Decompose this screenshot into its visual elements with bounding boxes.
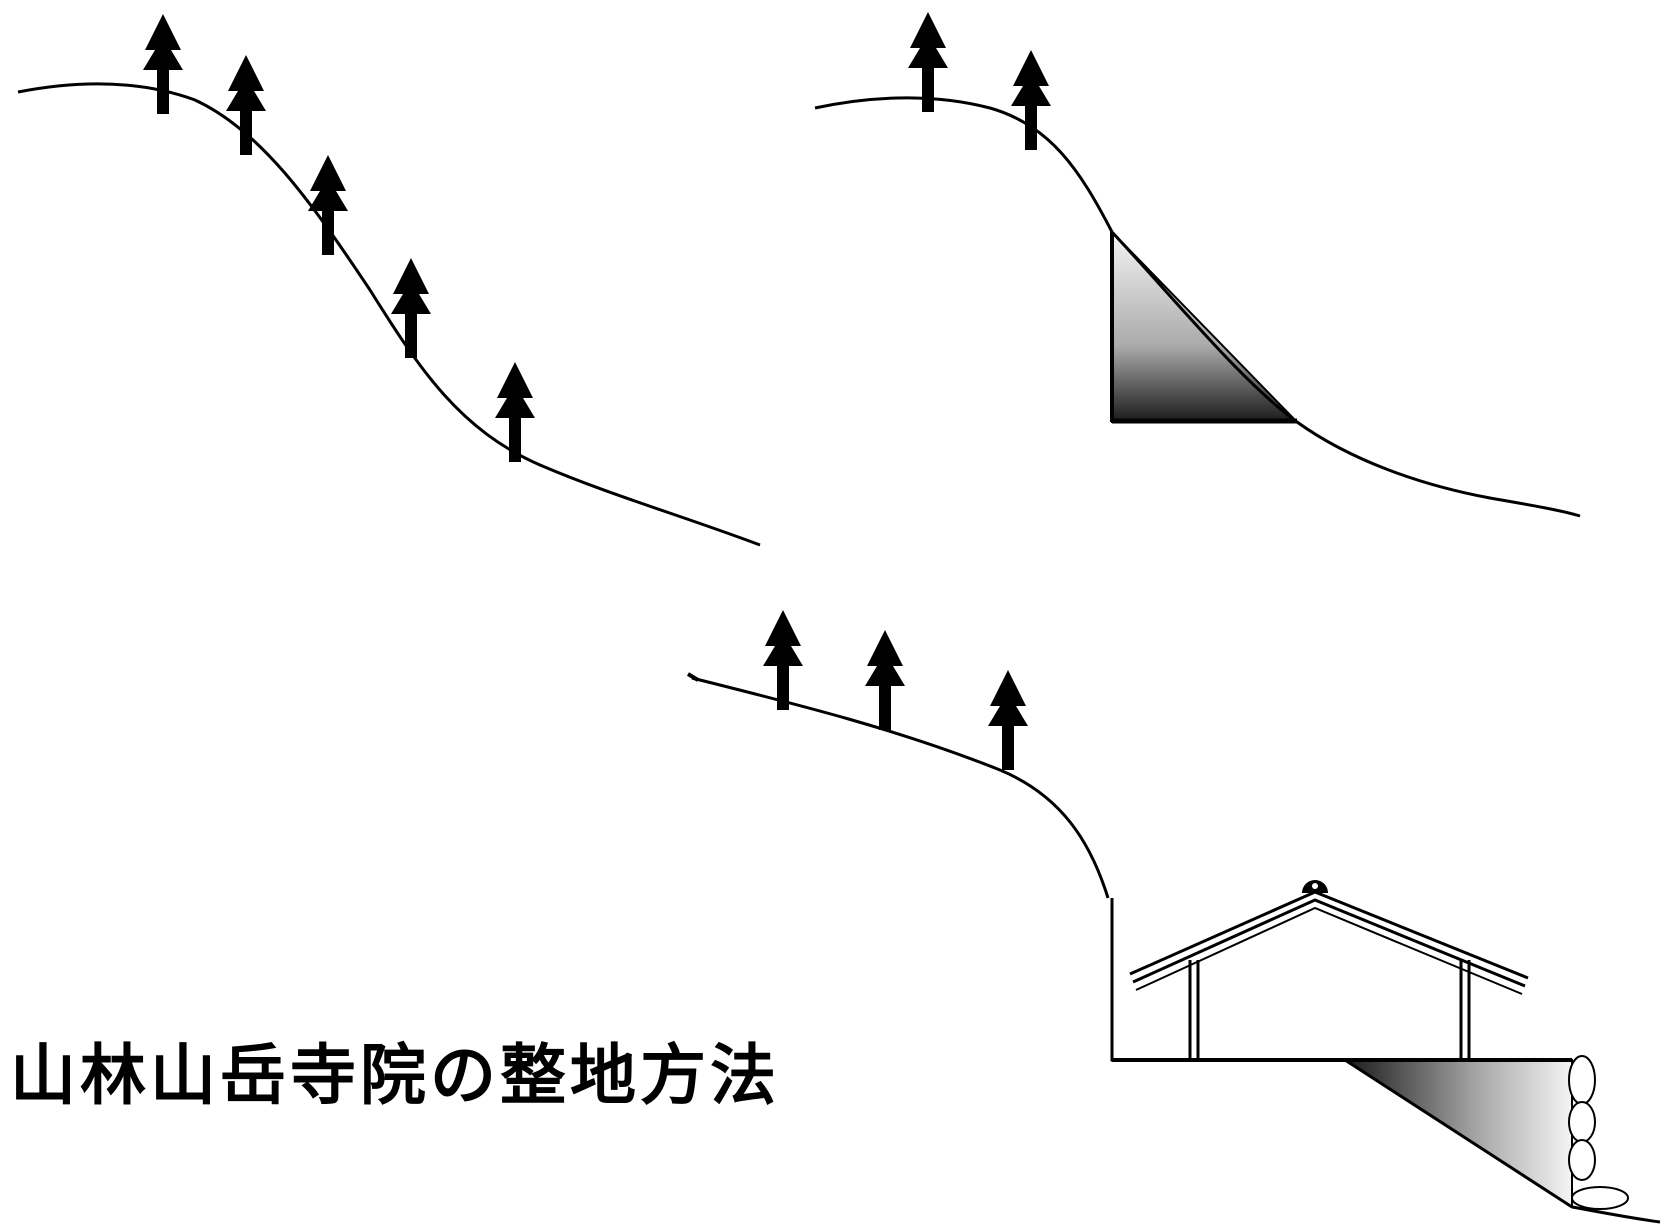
tree-icon bbox=[763, 610, 803, 710]
tree-icon bbox=[143, 14, 183, 114]
lower-slope-line bbox=[1571, 1205, 1661, 1224]
retaining-stones bbox=[1568, 1055, 1629, 1210]
tree-icon bbox=[391, 258, 431, 358]
tree-icon bbox=[308, 155, 348, 255]
upper-slope-line bbox=[691, 676, 1110, 899]
panel-cut-slope bbox=[814, 12, 1581, 518]
diagram-title: 山林山岳寺院の整地方法 bbox=[10, 1037, 780, 1114]
fill-slope-line bbox=[1344, 1058, 1573, 1209]
temple-building bbox=[1129, 880, 1529, 1060]
tree-icon bbox=[1011, 50, 1051, 150]
tree-icon bbox=[226, 55, 266, 155]
terrace-cut-line bbox=[1110, 898, 1345, 1062]
tree-icon bbox=[988, 670, 1028, 770]
panel-original-slope bbox=[17, 14, 761, 547]
tree-icon bbox=[865, 630, 905, 730]
slope-start-tick bbox=[686, 672, 700, 682]
panel-terraced-temple bbox=[686, 610, 1661, 1224]
slope-profile-line bbox=[814, 96, 1581, 518]
tree-icon bbox=[495, 362, 535, 462]
slope-profile-line bbox=[17, 82, 761, 547]
